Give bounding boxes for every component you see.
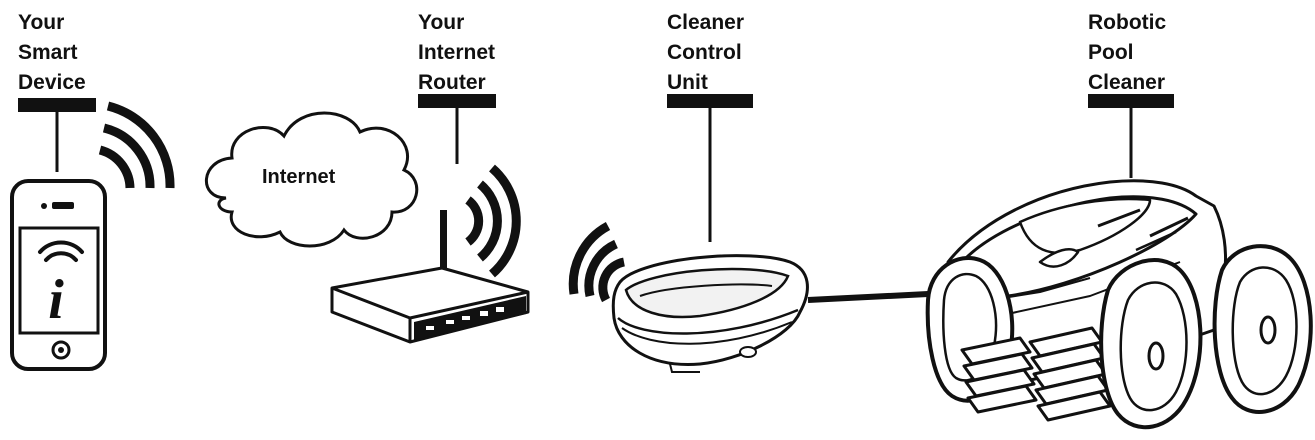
front-brush <box>960 326 1112 422</box>
power-cable <box>807 291 929 303</box>
label-control-unit: Cleaner Control Unit <box>667 11 745 94</box>
control-unit-icon <box>611 254 809 373</box>
smartphone-icon: i <box>10 179 107 371</box>
phone-signal-icon <box>98 101 175 189</box>
internet-cloud-icon <box>205 111 419 248</box>
phone-logo-letter: i <box>48 269 64 331</box>
label-smart-device: Your Smart Device <box>18 11 86 94</box>
robotic-cleaner-icon <box>925 179 1313 430</box>
label-leaders <box>18 94 1174 242</box>
label-router: Your Internet Router <box>418 11 496 94</box>
router-icon <box>330 210 530 344</box>
phone-wifi-icon <box>38 240 84 262</box>
control-unit-signal-icon <box>568 222 626 303</box>
internet-cloud-label: Internet <box>262 166 336 188</box>
label-pool-cleaner: Robotic Pool Cleaner <box>1088 11 1167 94</box>
router-signal-icon <box>465 164 521 278</box>
